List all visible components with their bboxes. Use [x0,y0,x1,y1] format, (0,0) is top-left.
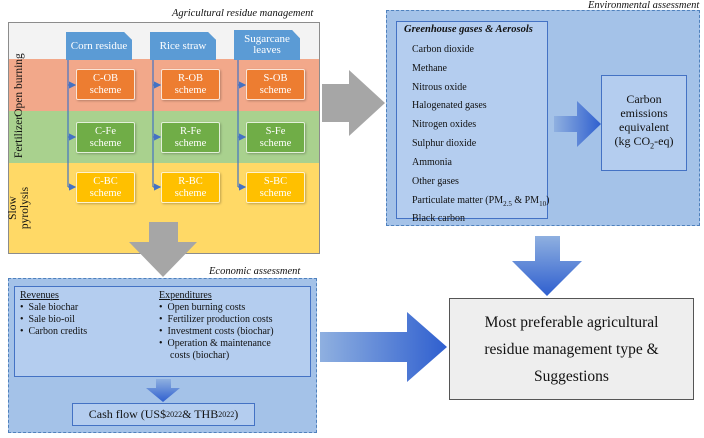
row-label-slow-pyrolysis: Slow pyrolysis [7,186,32,230]
ghg-item: Sulphur dioxide [412,138,477,149]
expenditure-item-continued: costs (biochar) [170,350,230,361]
crop-sugarcane-leaves: Sugarcane leaves [234,30,300,60]
revenue-item: • Sale bio-oil [20,314,75,325]
agri-title: Agricultural residue management [172,8,314,19]
revenue-item: • Sale biochar [20,302,79,313]
revenues-heading: Revenues [20,290,59,301]
ghg-item: Nitrous oxide [412,82,467,93]
econ-title: Economic assessment [209,266,301,277]
ghg-item: Carbon dioxide [412,44,474,55]
ghg-item: Ammonia [412,157,452,168]
ghg-item-particulate-matter: Particulate matter (PM2.5 & PM10) [412,195,550,208]
expenditure-item: • Open burning costs [159,302,246,313]
expenditure-item: • Investment costs (biochar) [159,326,274,337]
revenue-item: • Carbon credits [20,326,88,337]
env-title: Environmental assessment [588,0,700,11]
expenditures-heading: Expenditures [159,290,212,301]
expenditure-item: • Fertilizer production costs [159,314,273,325]
final-result-box: Most preferable agricultural residue man… [449,298,694,400]
arrow-env-to-final [512,236,582,296]
crop-corn-residue: Corn residue [66,32,132,60]
row-label-open-burning: Open burning [13,53,25,117]
ghg-box [396,21,548,219]
arrow-agri-to-env [322,70,385,136]
ghg-heading: Greenhouse gases & Aerosols [404,24,533,35]
expenditure-item: • Operation & maintenance [159,338,271,349]
ghg-item: Nitrogen oxides [412,119,477,130]
ghg-item: Other gases [412,176,459,187]
row-label-fertilizer: Fertilizer [13,115,25,159]
ghg-item: Methane [412,63,447,74]
carbon-emissions-box: Carbon emissions equivalent (kg CO2-eq) [601,75,687,171]
arrow-econ-to-final [320,312,447,382]
crop-rice-straw: Rice straw [150,32,216,60]
ghg-item: Black carbon [412,213,466,224]
econ-inner-box [14,286,311,377]
ghg-item: Halogenated gases [412,100,487,111]
